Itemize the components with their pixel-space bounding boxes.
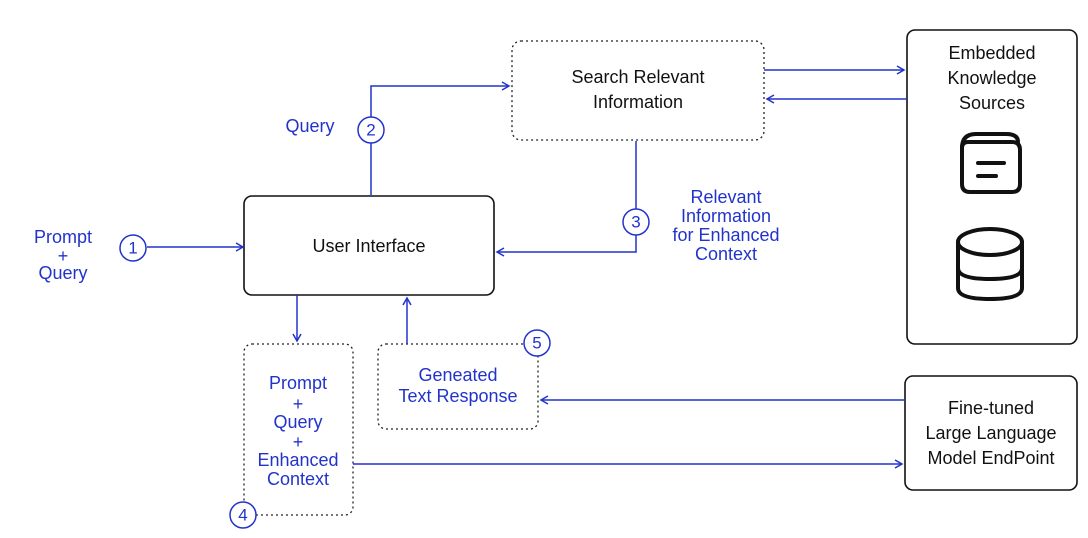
prompt-context-line-1: Prompt [269,373,327,393]
step-4-number: 4 [238,506,247,525]
search-label-line-1: Search Relevant [571,67,704,87]
prompt-context-line-2: + [293,394,304,414]
prompt-query-input-label: Prompt + Query [34,227,92,283]
knowledge-sources-label: Embedded Knowledge Sources [947,43,1036,113]
database-icon [956,227,1024,301]
prompt-context-line-5: Enhanced [257,450,338,470]
generated-line-1: Geneated [418,365,497,385]
step-4-marker: 4 [229,501,257,529]
query-label: Query [285,116,334,136]
knowledge-sources-box [906,29,1078,345]
knowledge-label-line-2: Knowledge [947,68,1036,88]
prompt-context-box [243,343,354,516]
knowledge-label-line-1: Embedded [948,43,1035,63]
step-5-marker: 5 [523,329,551,357]
search-relevant-information-label: Search Relevant Information [571,67,704,112]
book-icon [960,132,1022,194]
relevant-line-4: Context [695,244,757,264]
step-3-marker: 3 [622,208,650,236]
llm-label-line-1: Fine-tuned [948,398,1034,418]
prompt-context-label: Prompt + Query + Enhanced Context [257,373,338,489]
knowledge-label-line-3: Sources [959,93,1025,113]
prompt-query-line-1: Prompt [34,227,92,247]
relevant-line-2: Information [681,206,771,226]
llm-label-line-3: Model EndPoint [927,448,1054,468]
relevant-line-1: Relevant [690,187,761,207]
step-3-number: 3 [631,213,640,232]
prompt-query-line-3: Query [38,263,87,283]
llm-label-line-2: Large Language [925,423,1056,443]
generated-response-box [377,343,539,430]
llm-endpoint-box [904,375,1078,491]
relevant-line-3: for Enhanced [672,225,779,245]
prompt-context-line-4: + [293,432,304,452]
prompt-context-line-3: Query [273,412,322,432]
search-label-line-2: Information [593,92,683,112]
prompt-query-line-2: + [58,246,69,266]
step-5-number: 5 [532,334,541,353]
flow-arrow-3 [495,141,637,257]
step-1-number: 1 [128,239,137,258]
flow-arrow-2 [370,81,511,195]
relevant-information-label: Relevant Information for Enhanced Contex… [672,187,779,264]
llm-endpoint-label: Fine-tuned Large Language Model EndPoint [925,398,1056,468]
step-2-number: 2 [366,121,375,140]
step-2-marker: 2 [357,116,385,144]
search-relevant-information-box [511,40,765,141]
user-interface-label: User Interface [312,236,425,256]
step-1-marker: 1 [119,234,147,262]
generated-line-2: Text Response [398,386,517,406]
generated-response-label: Geneated Text Response [398,365,517,406]
prompt-context-line-6: Context [267,469,329,489]
